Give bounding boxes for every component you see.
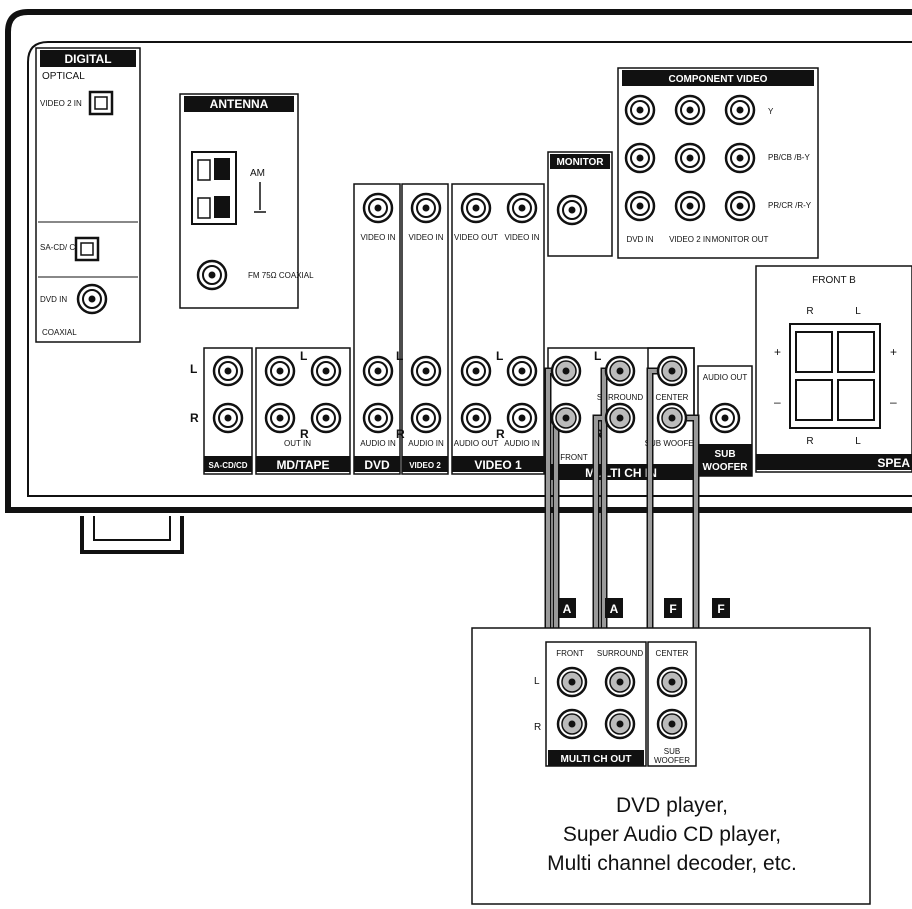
svg-text:L: L bbox=[496, 349, 503, 363]
svg-text:L: L bbox=[300, 349, 307, 363]
svg-text:F: F bbox=[669, 602, 676, 616]
svg-text:SURROUND: SURROUND bbox=[597, 649, 643, 658]
svg-text:VIDEO IN: VIDEO IN bbox=[408, 233, 443, 242]
video-in-row: VIDEO IN VIDEO IN VIDEO OUT VIDEO IN bbox=[353, 183, 545, 475]
svg-text:L: L bbox=[855, 436, 861, 447]
svg-text:FRONT: FRONT bbox=[560, 453, 588, 462]
svg-text:WOOFER: WOOFER bbox=[654, 756, 690, 765]
svg-text:FRONT B: FRONT B bbox=[812, 275, 856, 286]
svg-text:AUDIO OUT: AUDIO OUT bbox=[454, 439, 499, 448]
cable-a-badge bbox=[558, 598, 576, 618]
svg-text:OUT IN: OUT IN bbox=[284, 439, 311, 448]
svg-text:SUB WOOFER: SUB WOOFER bbox=[645, 439, 700, 448]
optical-video2-jack bbox=[88, 90, 114, 116]
svg-text:AUDIO IN: AUDIO IN bbox=[504, 439, 540, 448]
receiver-rear-panel bbox=[5, 9, 912, 554]
svg-text:OPTICAL: OPTICAL bbox=[42, 71, 85, 82]
svg-text:+: + bbox=[890, 345, 897, 359]
svg-text:MONITOR OUT: MONITOR OUT bbox=[712, 235, 769, 244]
svg-text:L: L bbox=[534, 676, 540, 687]
device-description-line: Super Audio CD player, bbox=[563, 823, 781, 846]
svg-text:SURROUND: SURROUND bbox=[597, 393, 643, 402]
svg-text:CENTER: CENTER bbox=[656, 393, 689, 402]
svg-text:SA-CD/ CD IN: SA-CD/ CD IN bbox=[40, 243, 91, 252]
monitor-video-out-jack bbox=[556, 194, 588, 226]
svg-text:AUDIO IN: AUDIO IN bbox=[360, 439, 396, 448]
speakers-section: FRONT B R L + + – – R L SPEA bbox=[755, 265, 912, 473]
svg-text:VIDEO 2 IN: VIDEO 2 IN bbox=[669, 235, 711, 244]
svg-text:MULTI CH OUT: MULTI CH OUT bbox=[561, 754, 632, 765]
svg-text:COAXIAL: COAXIAL bbox=[42, 328, 77, 337]
svg-text:L: L bbox=[855, 306, 861, 317]
svg-text:L: L bbox=[190, 362, 197, 376]
svg-text:DIGITAL: DIGITAL bbox=[64, 52, 111, 66]
svg-text:FRONT: FRONT bbox=[556, 649, 584, 658]
svg-text:+: + bbox=[774, 345, 781, 359]
svg-text:MD/TAPE: MD/TAPE bbox=[276, 458, 329, 472]
svg-text:PR/CR /R-Y: PR/CR /R-Y bbox=[768, 201, 812, 210]
svg-text:CENTER: CENTER bbox=[656, 649, 689, 658]
coaxial-dvd-jack bbox=[76, 283, 108, 315]
svg-text:MONITOR: MONITOR bbox=[556, 157, 604, 168]
svg-text:F: F bbox=[717, 602, 724, 616]
svg-text:L: L bbox=[396, 349, 403, 363]
cable-f-badge bbox=[664, 598, 682, 618]
svg-text:SA-CD/CD: SA-CD/CD bbox=[208, 461, 247, 470]
svg-text:DVD IN: DVD IN bbox=[40, 295, 67, 304]
svg-text:DVD: DVD bbox=[364, 458, 390, 472]
svg-text:AUDIO OUT: AUDIO OUT bbox=[703, 373, 748, 382]
svg-text:COMPONENT VIDEO: COMPONENT VIDEO bbox=[669, 74, 768, 85]
device-description-line: Multi channel decoder, etc. bbox=[547, 852, 797, 875]
component-video-section: COMPONENT VIDEO Y PB/CB /B-Y PR/CR /R-Y … bbox=[617, 67, 819, 259]
antenna-section: ANTENNA AM FM 75Ω COAXIAL bbox=[179, 93, 314, 309]
svg-text:R: R bbox=[396, 427, 405, 441]
cable-labels: A A F F bbox=[558, 598, 730, 618]
svg-text:VIDEO IN: VIDEO IN bbox=[504, 233, 539, 242]
svg-text:A: A bbox=[610, 602, 619, 616]
svg-text:VIDEO 1: VIDEO 1 bbox=[474, 458, 522, 472]
svg-text:VIDEO OUT: VIDEO OUT bbox=[454, 233, 498, 242]
svg-text:AUDIO IN: AUDIO IN bbox=[408, 439, 444, 448]
optical-sacd-jack bbox=[74, 236, 100, 262]
svg-text:Y: Y bbox=[768, 107, 774, 116]
svg-text:SUB: SUB bbox=[714, 449, 735, 460]
svg-text:SPEA: SPEA bbox=[877, 456, 910, 470]
svg-text:ANTENNA: ANTENNA bbox=[210, 97, 269, 111]
digital-section: DIGITAL OPTICAL VIDEO 2 IN SA-CD/ CD IN … bbox=[35, 47, 141, 343]
fm-coaxial-jack bbox=[196, 259, 228, 291]
svg-text:–: – bbox=[774, 395, 781, 409]
device-description-line: DVD player, bbox=[616, 794, 728, 817]
svg-text:L: L bbox=[594, 349, 601, 363]
svg-text:FM 75Ω COAXIAL: FM 75Ω COAXIAL bbox=[248, 271, 314, 280]
subwoofer-out-jack bbox=[709, 402, 741, 434]
svg-text:DVD IN: DVD IN bbox=[626, 235, 653, 244]
cable-f-badge bbox=[712, 598, 730, 618]
svg-text:VIDEO 2: VIDEO 2 bbox=[409, 461, 441, 470]
svg-text:R: R bbox=[806, 436, 813, 447]
svg-text:A: A bbox=[563, 602, 572, 616]
svg-text:VIDEO 2 IN: VIDEO 2 IN bbox=[40, 99, 82, 108]
svg-text:PB/CB /B-Y: PB/CB /B-Y bbox=[768, 153, 810, 162]
svg-text:R: R bbox=[496, 427, 505, 441]
cable-a-badge bbox=[605, 598, 623, 618]
svg-text:SUB: SUB bbox=[664, 747, 680, 756]
svg-text:R: R bbox=[534, 722, 541, 733]
svg-text:–: – bbox=[890, 395, 897, 409]
svg-text:R: R bbox=[806, 306, 813, 317]
svg-text:AM: AM bbox=[250, 168, 265, 179]
svg-text:WOOFER: WOOFER bbox=[703, 462, 749, 473]
svg-text:R: R bbox=[190, 411, 199, 425]
svg-text:R: R bbox=[300, 427, 309, 441]
monitor-section: MONITOR bbox=[547, 151, 613, 257]
source-device: FRONT SURROUND CENTER L R MULTI CH OUT S… bbox=[471, 627, 871, 905]
svg-text:VIDEO IN: VIDEO IN bbox=[360, 233, 395, 242]
